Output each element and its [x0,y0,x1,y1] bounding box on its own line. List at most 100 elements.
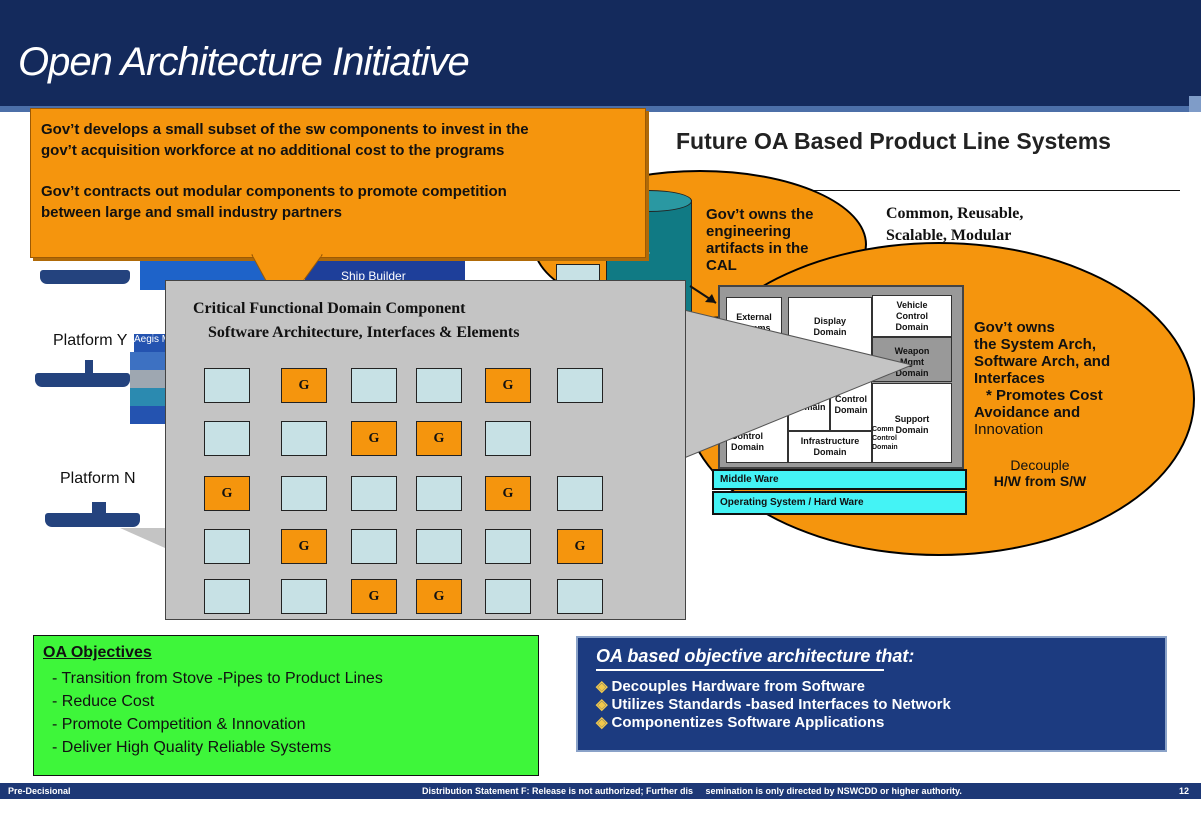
system-arch-text: Gov’t owns the System Arch, Software Arc… [974,319,1110,438]
system-arch-line-5: * Promotes Cost [986,387,1103,404]
objectives-title: OA Objectives [43,644,152,661]
component-cell [281,476,327,511]
system-arch-line-3: Software Arch, and [974,353,1111,370]
gov-component-cell: G [204,476,250,511]
component-cell [204,368,250,403]
oa-objectives-box: OA Objectives - Transition from Stove -P… [33,635,539,776]
component-cell [485,421,531,456]
oa-arch-title: OA based objective architecture that: [596,646,915,666]
oa-arch-item-text: Decouples Hardware from Software [611,678,865,695]
stack-layer-2 [130,370,168,388]
domain-comm-control: Comm Control Domain [872,426,898,451]
callout-line-1: Gov’t develops a small subset of the sw … [41,121,529,138]
ship-n-tower-icon [92,502,106,514]
os-hardware-layer: Operating System / Hard Ware [712,491,967,515]
cal-owns-line-1: Gov’t owns the [706,206,814,223]
system-arch-line-4: Interfaces [974,370,1045,387]
cal-owns-line-4: CAL [706,257,737,274]
ship-builder-label: Ship Builder [341,269,406,283]
title-edge [1189,96,1201,112]
oa-arch-item: ◈Decouples Hardware from Software [596,678,951,696]
decouple-line-2: H/W from S/W [993,473,1087,489]
footer-page-number: 12 [1179,786,1190,796]
gov-component-cell: G [351,579,397,614]
component-cell [281,579,327,614]
component-cell [485,579,531,614]
ship-y-icon [35,373,130,387]
component-cell [557,476,603,511]
diamond-bullet-icon: ◈ [596,714,608,731]
callout-line-3: Gov’t contracts out modular components t… [41,183,507,200]
component-cell [416,476,462,511]
diamond-bullet-icon: ◈ [596,696,608,713]
common-line-1: Common, Reusable, [886,205,1024,222]
gov-component-cell: G [281,368,327,403]
ship-x-icon [40,270,130,284]
component-cell [204,579,250,614]
objective-item: - Reduce Cost [52,693,155,710]
platform-y-label: Platform Y [53,332,128,349]
component-cell [204,421,250,456]
domain-infrastructure: Infrastructure Domain [788,431,872,463]
platform-n-label: Platform N [60,470,136,487]
cal-owns-text: Gov’t owns the engineering artifacts in … [706,206,814,274]
component-cell [557,579,603,614]
future-title: Future OA Based Product Line Systems [676,128,1111,154]
oa-arch-item-text: Componentizes Software Applications [611,714,885,731]
objective-item: - Promote Competition & Innovation [52,716,306,733]
callout-line-2: gov’t acquisition workforce at no additi… [41,142,505,159]
ship-y-mast-icon [85,360,93,374]
component-cell [204,529,250,564]
decouple-line-1: Decouple [1010,457,1070,473]
gov-callout: Gov’t develops a small subset of the sw … [30,108,646,258]
cfdc-title-2: Software Architecture, Interfaces & Elem… [208,324,520,341]
component-cell [557,368,603,403]
oa-arch-item: ◈Componentizes Software Applications [596,714,951,732]
system-arch-line-1: Gov’t owns [974,319,1055,336]
footer-center: Distribution Statement F: Release is not… [422,786,962,796]
oa-arch-item-text: Utilizes Standards -based Interfaces to … [611,696,951,713]
stack-layer-1 [130,352,168,370]
component-cell [281,421,327,456]
gov-component-cell: G [557,529,603,564]
gov-component-cell: G [485,476,531,511]
cal-owns-line-3: artifacts in the [706,240,809,257]
component-cell [485,529,531,564]
footer-left: Pre-Decisional [8,786,71,796]
gov-component-cell: G [281,529,327,564]
future-underline [640,190,1180,191]
gov-component-cell: G [351,421,397,456]
decouple-text: Decouple H/W from S/W [985,457,1095,489]
oa-arch-title-underline [596,669,884,671]
system-arch-line-6: Avoidance and [974,404,1081,421]
footer-bar: Pre-Decisional Distribution Statement F:… [0,783,1201,799]
diamond-bullet-icon: ◈ [596,678,608,695]
component-cell [351,529,397,564]
system-arch-line-7: Innovation [974,421,1044,438]
objective-item: - Transition from Stove -Pipes to Produc… [52,670,383,687]
page-title: Open Architecture Initiative [18,40,470,84]
common-line-2: Scalable, Modular [886,227,1012,244]
callout-line-4: between large and small industry partner… [41,204,342,221]
component-cell [351,368,397,403]
aegis-label: Aegis M [134,334,168,352]
cfdc-title-1: Critical Functional Domain Component [193,300,466,317]
common-reusable-text: Common, Reusable, Scalable, Modular [886,203,1023,247]
gov-component-cell: G [416,579,462,614]
system-arch-line-2: the System Arch, [974,336,1096,353]
oa-arch-list: ◈Decouples Hardware from Software ◈Utili… [596,678,951,732]
platform-y-stack: Aegis M [130,330,168,425]
stack-layer-3 [130,388,168,406]
component-cell [416,529,462,564]
domain-support: Support Domain [872,383,952,463]
cal-owns-line-2: engineering [706,223,792,240]
objectives-list: - Transition from Stove -Pipes to Produc… [52,667,383,759]
component-cell [416,368,462,403]
callout-pointer-stub [120,528,165,548]
component-cell [351,476,397,511]
objective-item: - Deliver High Quality Reliable Systems [52,739,332,756]
arrow-head-icon [705,294,716,303]
stack-layer-4 [130,406,168,424]
domain-vehicle: Vehicle Control Domain [872,295,952,337]
ship-n-icon [45,513,140,527]
